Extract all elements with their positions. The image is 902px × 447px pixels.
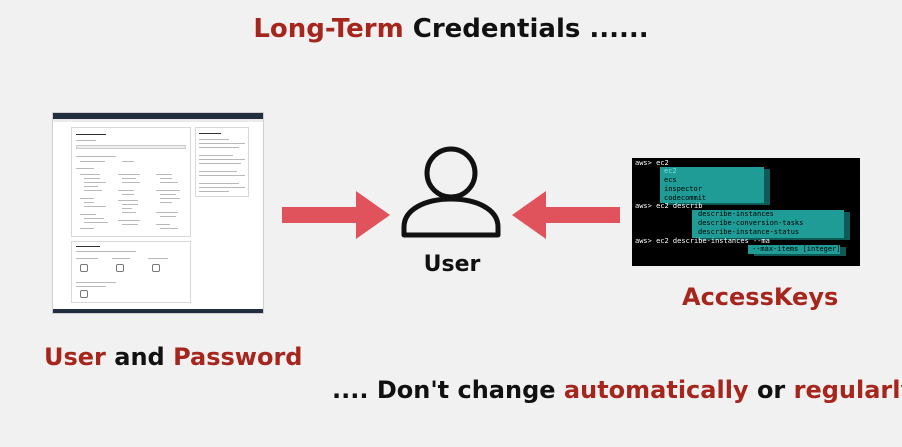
console-services-pane bbox=[71, 127, 191, 237]
console-subbar bbox=[53, 119, 263, 122]
title-rest: Credentials ...... bbox=[412, 14, 649, 44]
title-highlight: Long-Term bbox=[253, 14, 404, 44]
cli-terminal-screenshot: aws> ec2 ec2 ecs inspector codecommit aw… bbox=[632, 158, 860, 266]
completion-popup-1 bbox=[660, 167, 764, 203]
completion-popup-3 bbox=[748, 245, 840, 254]
completion-popup-2 bbox=[692, 210, 844, 238]
arrow-left-icon bbox=[512, 191, 620, 239]
caption-part-4: regularly bbox=[793, 376, 902, 404]
console-build-solution-pane bbox=[71, 241, 191, 303]
completion-item: inspector bbox=[664, 185, 702, 193]
caption-part-1: .... Don't change bbox=[332, 376, 556, 404]
console-footer bbox=[53, 309, 263, 313]
console-explore-pane bbox=[195, 127, 249, 197]
terminal-line-1: aws> ec2 bbox=[635, 159, 669, 167]
user-password-label: User and Password bbox=[44, 343, 302, 371]
completion-item: ec2 bbox=[664, 167, 677, 175]
terminal-line-2: aws> ec2 describ bbox=[635, 202, 703, 210]
label-user-word: User bbox=[44, 343, 106, 371]
user-label: User bbox=[423, 252, 481, 277]
terminal-line-3: aws> ec2 describe-instances --ma bbox=[635, 237, 770, 245]
console-navbar bbox=[53, 113, 263, 119]
completion-item: describe-instance-status bbox=[698, 228, 800, 236]
arrow-right-icon bbox=[282, 191, 390, 239]
management-console-screenshot bbox=[52, 112, 264, 314]
label-and-word: and bbox=[114, 343, 165, 371]
completion-item: --max-items [integer] bbox=[752, 245, 841, 253]
label-password-word: Password bbox=[173, 343, 303, 371]
caption-line: .... Don't change automatically or regul… bbox=[332, 376, 902, 404]
completion-item: ecs bbox=[664, 176, 677, 184]
completion-item: describe-conversion-tasks bbox=[698, 219, 804, 227]
page-title: Long-Term Credentials ...... bbox=[0, 14, 902, 44]
user-icon bbox=[401, 146, 501, 238]
completion-item: codecommit bbox=[664, 194, 707, 202]
caption-part-3: or bbox=[756, 376, 786, 404]
access-keys-label: AccessKeys bbox=[682, 283, 839, 311]
caption-part-2: automatically bbox=[563, 376, 749, 404]
completion-item: describe-instances bbox=[698, 210, 774, 218]
